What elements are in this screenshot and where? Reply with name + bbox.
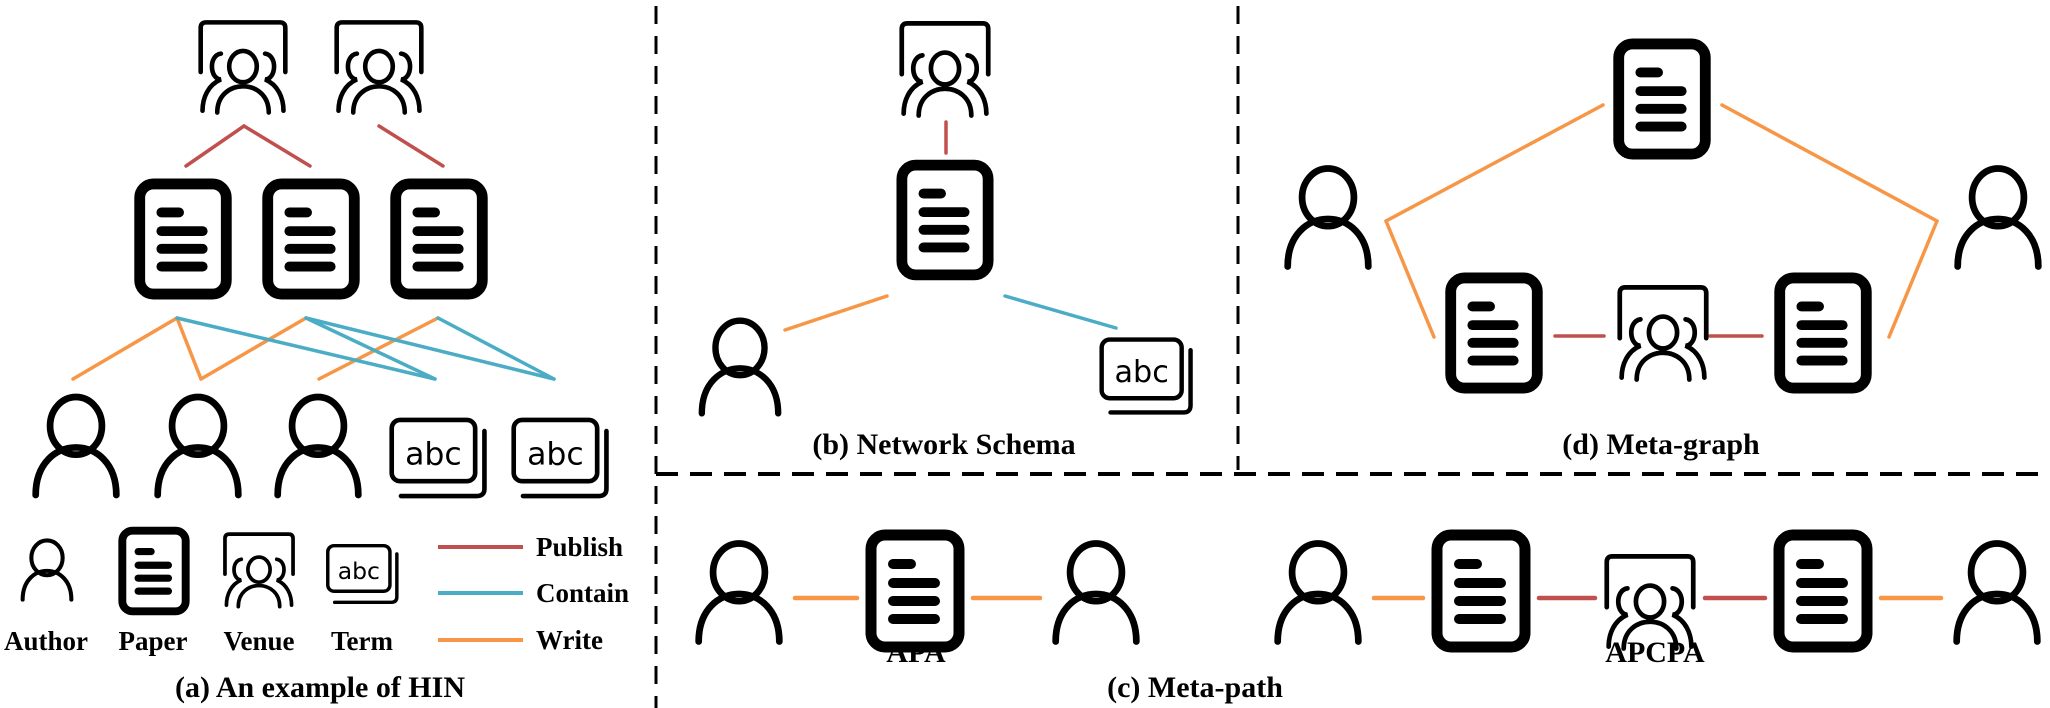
caption-panel-a: (a) An example of HIN bbox=[175, 671, 465, 704]
legend-abc-term-icon bbox=[325, 543, 399, 605]
edge-d-write-a1-p_top bbox=[1384, 103, 1605, 223]
edge-b-write-p-a bbox=[783, 294, 889, 332]
abc-term-icon bbox=[1102, 340, 1191, 413]
document-icon bbox=[396, 184, 483, 294]
legend-label-write: Write bbox=[536, 625, 603, 655]
document-icon bbox=[871, 535, 959, 647]
venue-group-icon bbox=[902, 23, 988, 115]
legend-label-term: Term bbox=[331, 626, 393, 656]
person-icon bbox=[702, 321, 778, 414]
venue-group-icon bbox=[1620, 287, 1706, 379]
edge-a-contain-p1-t1 bbox=[175, 316, 437, 381]
edge-a-contain-p2-t1 bbox=[304, 316, 437, 381]
panel-separators bbox=[654, 6, 2050, 708]
legend-document-icon bbox=[122, 531, 185, 612]
legend-label-venue: Venue bbox=[223, 626, 294, 656]
edge-a-contain-p2-t2 bbox=[304, 316, 556, 381]
legend-icons bbox=[23, 531, 399, 612]
person-icon bbox=[1056, 544, 1137, 642]
venue-group-icon bbox=[1607, 556, 1693, 648]
legend-label-contain: Contain bbox=[536, 578, 629, 608]
person-icon bbox=[278, 397, 359, 495]
document-icon bbox=[140, 184, 227, 294]
legend-person-icon bbox=[23, 540, 72, 599]
metapath-label-apcpa: APCPA bbox=[1605, 636, 1705, 669]
person-icon bbox=[158, 397, 239, 495]
edge-a-publish-v1-p2 bbox=[242, 124, 312, 168]
person-icon bbox=[699, 544, 780, 642]
edge-a-contain-p3-t2 bbox=[436, 316, 556, 381]
caption-panel-d: (d) Meta-graph bbox=[1562, 428, 1760, 461]
document-icon bbox=[1451, 278, 1538, 388]
edge-d-write-a1-p_left bbox=[1384, 219, 1436, 339]
document-icon bbox=[268, 184, 355, 294]
edge-d-write-p_right-a2 bbox=[1887, 219, 1939, 339]
person-icon bbox=[1278, 544, 1359, 642]
document-icon bbox=[1780, 278, 1867, 388]
abc-term-icon bbox=[392, 420, 485, 496]
venue-group-icon bbox=[337, 22, 422, 112]
metapath-label-apa: APA bbox=[886, 636, 946, 669]
legend-label-publish: Publish bbox=[536, 532, 623, 562]
legend-venue-group-icon bbox=[223, 532, 295, 609]
document-icon bbox=[1619, 44, 1706, 154]
venue-group-icon bbox=[201, 22, 286, 112]
legend: Author Paper Venue Term Publish Contain … bbox=[4, 531, 629, 656]
edge-a-write-p1-a1 bbox=[71, 316, 179, 381]
edge-a-publish-v1-p1 bbox=[184, 124, 246, 168]
document-icon bbox=[1779, 535, 1867, 647]
edge-a-publish-v2-p3 bbox=[377, 124, 445, 168]
edge-a-write-p2-a2 bbox=[199, 316, 308, 381]
edge-a-write-p1-a2 bbox=[175, 316, 203, 381]
legend-label-author: Author bbox=[4, 626, 88, 656]
edges-layer bbox=[71, 103, 1944, 601]
document-icon bbox=[1437, 535, 1525, 647]
edge-a-write-p3-a3 bbox=[317, 316, 440, 381]
caption-panel-c: (c) Meta-path bbox=[1107, 671, 1283, 704]
abc-term-icon bbox=[514, 420, 607, 496]
person-icon bbox=[1288, 169, 1369, 267]
edge-b-contain-p-t bbox=[1003, 294, 1118, 330]
document-icon bbox=[902, 165, 988, 275]
caption-panel-b: (b) Network Schema bbox=[812, 428, 1075, 461]
edge-d-write-p_top-a2 bbox=[1720, 103, 1939, 223]
legend-label-paper: Paper bbox=[119, 626, 188, 656]
person-icon bbox=[1958, 169, 2039, 267]
person-icon bbox=[1957, 544, 2038, 642]
person-icon bbox=[36, 397, 117, 495]
